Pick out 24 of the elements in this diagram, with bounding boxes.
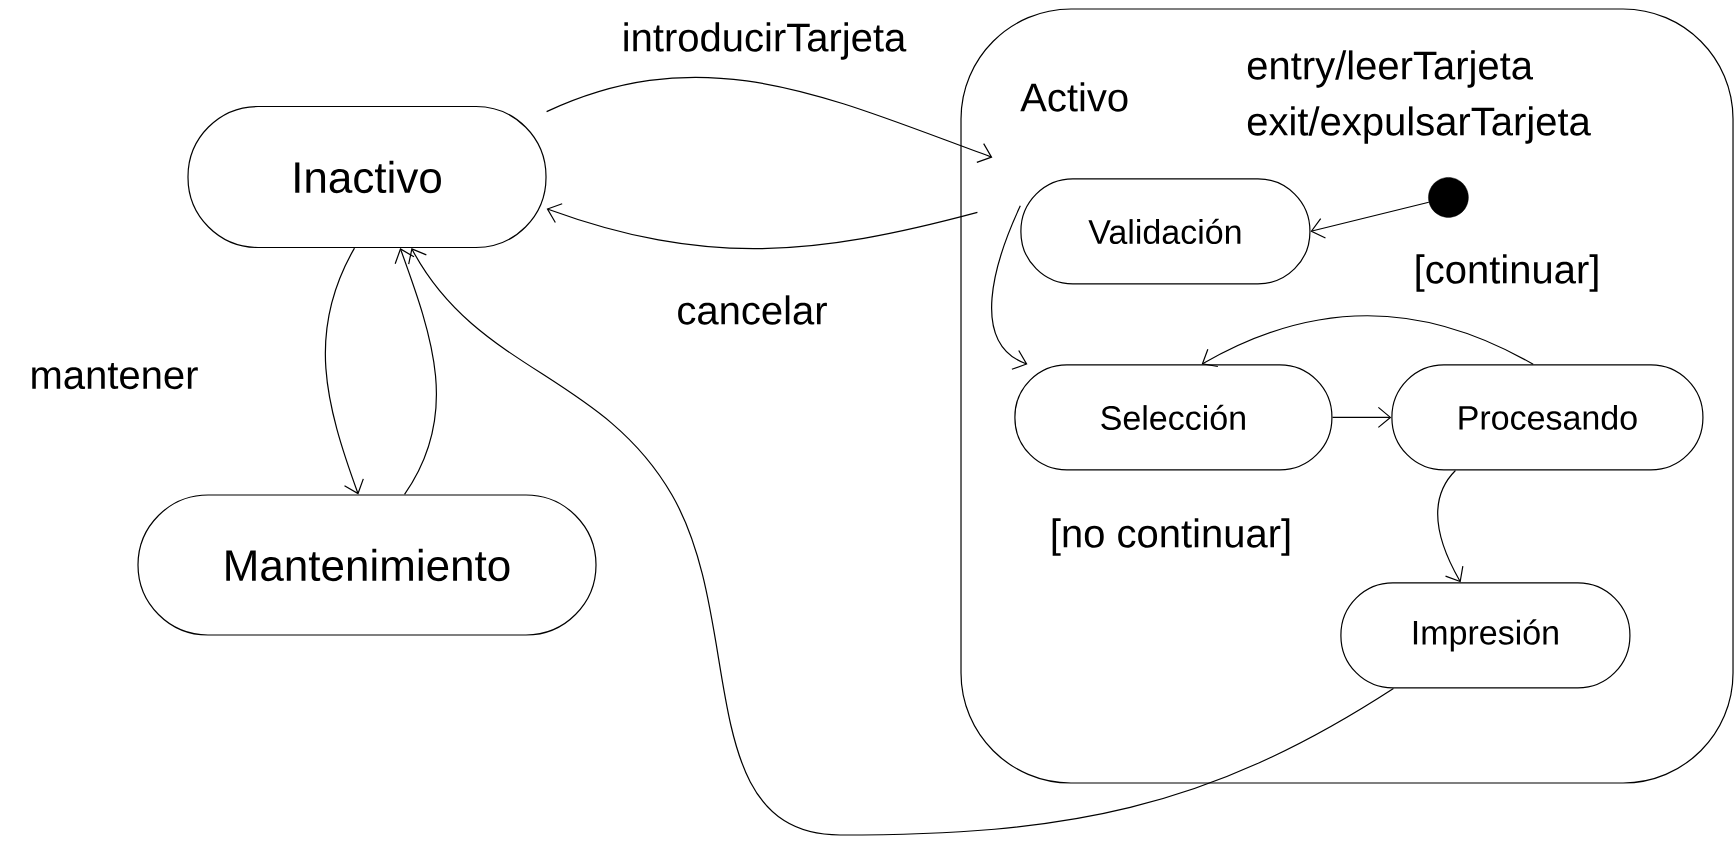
state-box: Impresión bbox=[1340, 582, 1631, 689]
state-box: Procesando bbox=[1391, 364, 1704, 471]
state-box: Inactivo bbox=[187, 105, 547, 249]
edge-label: [no continuar] bbox=[1047, 516, 1295, 558]
initial-state-dot bbox=[1428, 177, 1469, 218]
transition-arrow bbox=[546, 76, 993, 163]
state-box: Mantenimiento bbox=[137, 494, 597, 636]
internal-action-text: exit/expulsarTarjeta bbox=[1247, 106, 1591, 144]
transition-arrow bbox=[1436, 469, 1464, 583]
transition-arrow bbox=[1310, 201, 1430, 239]
state-box: Selección bbox=[1014, 364, 1333, 471]
state-box: Validación bbox=[1020, 178, 1311, 285]
edge-label: cancelar bbox=[674, 293, 830, 327]
transition-arrow bbox=[324, 247, 364, 495]
edge-label: [continuar] bbox=[1411, 252, 1603, 294]
transition-arrow bbox=[394, 248, 438, 495]
transition-arrow bbox=[1331, 406, 1392, 428]
transition-arrow bbox=[408, 248, 1395, 836]
transition-arrow bbox=[1201, 315, 1534, 368]
edge-label: mantener bbox=[27, 360, 201, 392]
internal-action-text: entry/leerTarjeta bbox=[1247, 50, 1533, 88]
transition-arrow bbox=[991, 205, 1028, 370]
edge-label: introducirTarjeta bbox=[619, 20, 909, 62]
transition-arrow bbox=[546, 203, 978, 250]
